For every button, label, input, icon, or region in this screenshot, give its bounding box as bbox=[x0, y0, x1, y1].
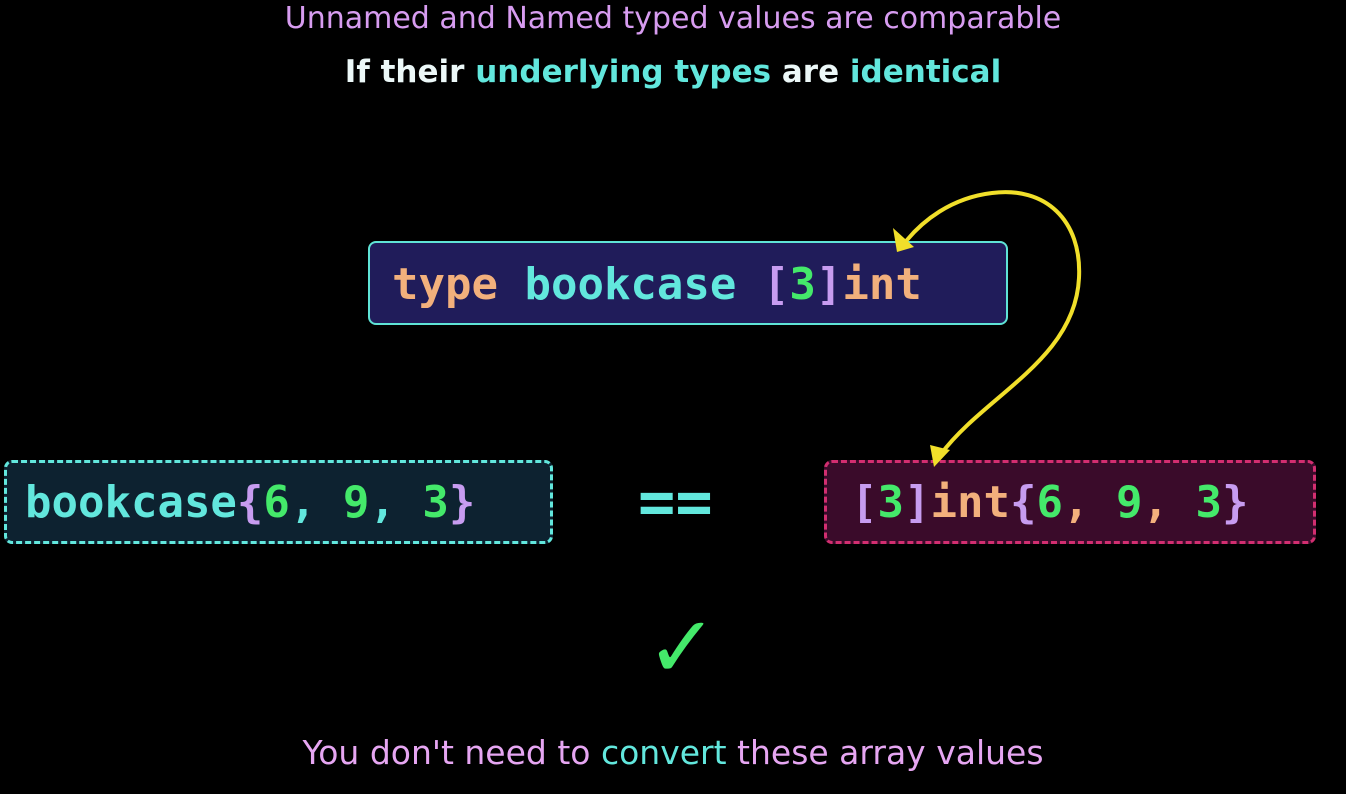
unnamed-close-brace: } bbox=[1221, 477, 1249, 528]
heading-line-2-part-3: are bbox=[771, 54, 850, 90]
named-close-brace: } bbox=[448, 477, 476, 528]
footer-note: You don't need to convert these array va… bbox=[0, 731, 1346, 775]
footer-part-1: You don't need to bbox=[302, 733, 601, 772]
footer-convert: convert bbox=[600, 733, 727, 772]
arrow-curve bbox=[905, 190, 1082, 456]
named-value-code: bookcase{6, 9, 3} bbox=[25, 477, 475, 529]
named-separator-2: , bbox=[369, 477, 423, 528]
named-value-box: bookcase{6, 9, 3} bbox=[4, 460, 553, 544]
footer-part-3: these array values bbox=[726, 733, 1044, 772]
arrowhead-bottom-icon bbox=[930, 445, 950, 467]
equality-operator: == bbox=[638, 465, 713, 538]
unnamed-value-1: 6 bbox=[1036, 477, 1063, 528]
type-declaration-box: type bookcase [3]int bbox=[368, 241, 1008, 325]
unnamed-array-length: 3 bbox=[877, 477, 905, 528]
named-value-1: 6 bbox=[263, 477, 290, 528]
arrowhead-top-icon bbox=[893, 228, 914, 252]
unnamed-open-brace: { bbox=[1009, 477, 1037, 528]
unnamed-open-bracket: [ bbox=[851, 477, 878, 528]
type-array-length: 3 bbox=[789, 259, 816, 310]
unnamed-close-bracket: ] bbox=[904, 477, 931, 528]
heading-line-2-part-1: If their bbox=[344, 54, 476, 90]
type-open-bracket: [ bbox=[762, 259, 790, 310]
unnamed-separator-1: , bbox=[1062, 477, 1116, 528]
named-value-2: 9 bbox=[342, 477, 370, 528]
unnamed-element-type: int bbox=[930, 477, 1010, 528]
checkmark-icon: ✓ bbox=[646, 598, 719, 698]
unnamed-separator-2: , bbox=[1142, 477, 1196, 528]
type-close-bracket: ] bbox=[815, 259, 843, 310]
heading-line-2: If their underlying types are identical bbox=[0, 52, 1346, 92]
type-name: bookcase bbox=[524, 259, 737, 310]
unnamed-value-3: 3 bbox=[1195, 477, 1222, 528]
named-type-name: bookcase bbox=[25, 477, 237, 528]
unnamed-value-2: 9 bbox=[1115, 477, 1143, 528]
heading-identical: identical bbox=[849, 54, 1002, 90]
heading-line-1: Unnamed and Named typed values are compa… bbox=[284, 1, 1062, 36]
type-keyword: type bbox=[392, 259, 498, 310]
named-value-3: 3 bbox=[422, 477, 449, 528]
type-element-type: int bbox=[842, 259, 922, 310]
named-separator-1: , bbox=[289, 477, 343, 528]
unnamed-value-code: [3]int{6, 9, 3} bbox=[851, 477, 1248, 529]
named-open-brace: { bbox=[236, 477, 264, 528]
heading-underlying-types: underlying types bbox=[475, 54, 772, 90]
unnamed-value-box: [3]int{6, 9, 3} bbox=[824, 460, 1316, 544]
type-declaration-code: type bookcase [3]int bbox=[392, 259, 922, 311]
